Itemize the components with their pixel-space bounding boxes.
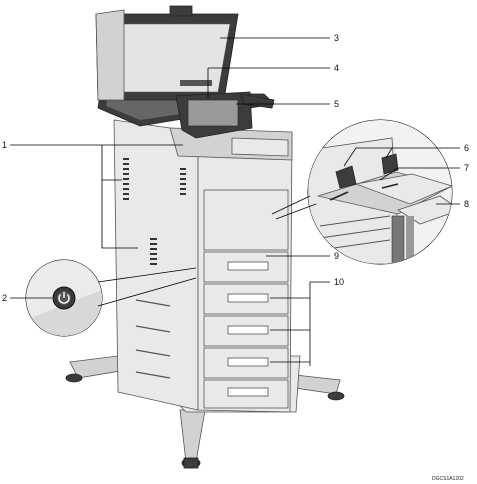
paper-guide-right-icon [381,153,399,175]
touch-screen [187,99,239,127]
adf [95,5,239,101]
side-vent-upper [123,158,186,200]
callout-3: 3 [334,33,339,43]
callout-10: 10 [334,277,344,287]
paper-tray-5 [203,379,289,409]
callout-9: 9 [334,251,339,261]
callout-2: 2 [2,293,7,303]
callout-4: 4 [334,63,339,73]
callout-6: 6 [464,143,469,153]
callout-7: 7 [464,163,469,173]
bypass-tray-closeup [307,119,453,265]
power-button-closeup [25,259,103,337]
callout-8: 8 [464,199,469,209]
paper-guide-left-icon [335,165,357,189]
side-vent-lower [150,238,157,265]
paper-tray-1 [203,251,289,283]
control-panel [175,91,275,139]
paper-tray-3 [203,315,289,347]
callout-1: 1 [2,140,7,150]
paper-tray-4 [203,347,289,379]
power-icon [52,286,76,310]
callout-5: 5 [334,99,339,109]
printer-front [197,131,293,413]
figure-code: DGCS1A1202 [432,476,464,482]
printer-left-side [113,119,208,411]
paper-tray-2 [203,283,289,315]
